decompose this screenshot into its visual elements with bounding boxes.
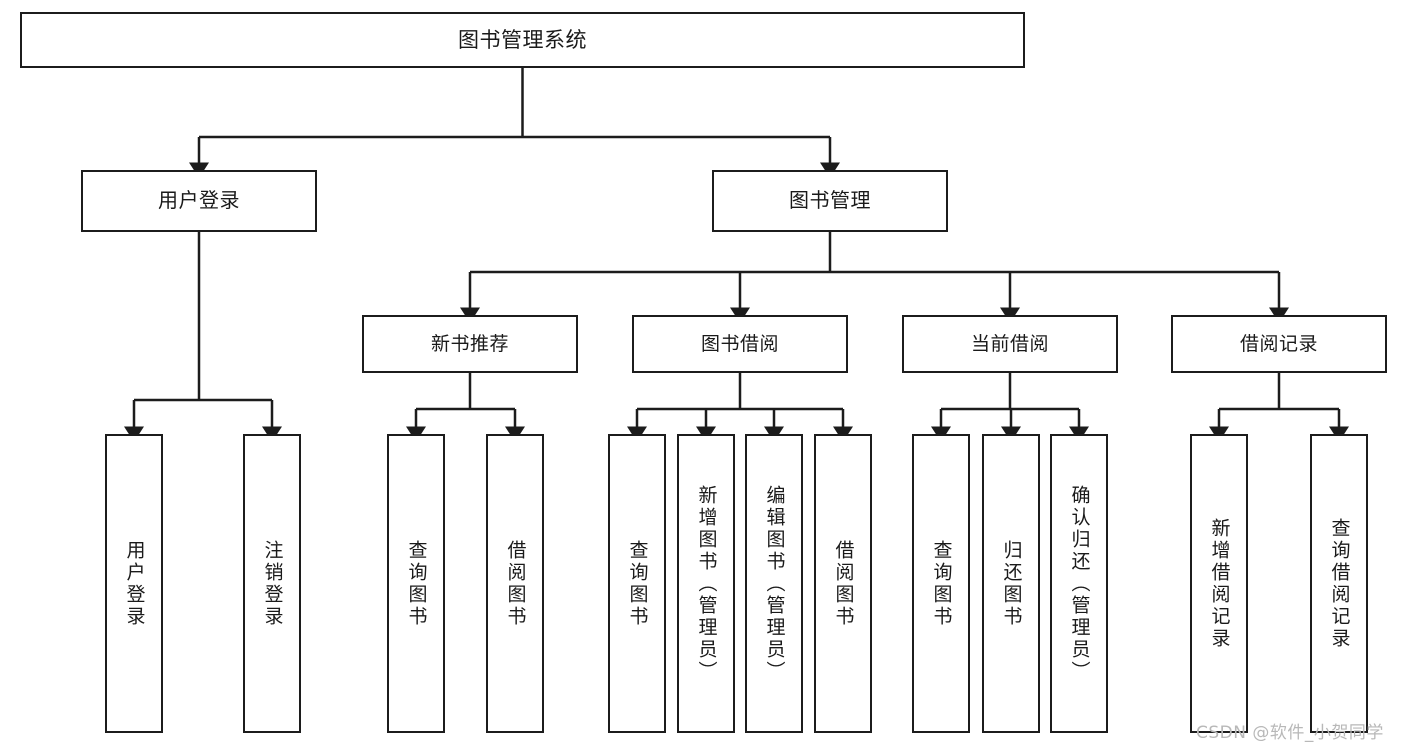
node-book-borrow[interactable]: 图书借阅 [632,315,848,373]
node-label-book-manage: 图书管理 [789,188,871,213]
node-inner: 用户登录 [83,172,315,230]
node-inner: 图书管理系统 [22,14,1023,66]
node-inner: 用户登录 [107,436,161,731]
node-leaf-bb-query[interactable]: 查询图书 [608,434,666,733]
node-leaf-cb-confirm[interactable]: 确认归还（管理员） [1050,434,1108,733]
node-inner: 归还图书 [984,436,1038,731]
node-inner: 新增图书（管理员） [679,436,733,731]
node-label-leaf-br-query: 查询借阅记录 [1328,517,1351,650]
node-label-leaf-rec-borrow: 借阅图书 [504,539,527,628]
node-borrow-record[interactable]: 借阅记录 [1171,315,1387,373]
node-label-user-login: 用户登录 [158,188,240,213]
node-label-leaf-bb-query: 查询图书 [626,539,649,628]
node-inner: 当前借阅 [904,317,1116,371]
node-inner: 确认归还（管理员） [1052,436,1106,731]
node-inner: 编辑图书（管理员） [747,436,801,731]
node-label-leaf-br-add: 新增借阅记录 [1208,517,1231,650]
node-label-leaf-user-login: 用户登录 [123,539,146,628]
node-leaf-bb-add[interactable]: 新增图书（管理员） [677,434,735,733]
node-leaf-br-query[interactable]: 查询借阅记录 [1310,434,1368,733]
node-inner: 图书借阅 [634,317,846,371]
node-new-book-rec[interactable]: 新书推荐 [362,315,578,373]
node-user-login[interactable]: 用户登录 [81,170,317,232]
node-inner: 新书推荐 [364,317,576,371]
node-current-borrow[interactable]: 当前借阅 [902,315,1118,373]
node-label-leaf-bb-borrow: 借阅图书 [832,539,855,628]
node-label-leaf-rec-query: 查询图书 [405,539,428,628]
node-leaf-user-login[interactable]: 用户登录 [105,434,163,733]
node-inner: 查询图书 [610,436,664,731]
node-label-leaf-bb-edit: 编辑图书（管理员） [763,484,786,683]
node-book-manage[interactable]: 图书管理 [712,170,948,232]
node-label-leaf-bb-add: 新增图书（管理员） [695,484,718,683]
node-leaf-bb-edit[interactable]: 编辑图书（管理员） [745,434,803,733]
node-inner: 新增借阅记录 [1192,436,1246,731]
node-inner: 借阅图书 [816,436,870,731]
node-root[interactable]: 图书管理系统 [20,12,1025,68]
node-label-leaf-cb-query: 查询图书 [930,539,953,628]
node-leaf-rec-query[interactable]: 查询图书 [387,434,445,733]
node-leaf-br-add[interactable]: 新增借阅记录 [1190,434,1248,733]
node-label-new-book-rec: 新书推荐 [430,332,509,355]
node-label-leaf-cb-confirm: 确认归还（管理员） [1068,484,1091,683]
node-inner: 查询借阅记录 [1312,436,1366,731]
node-inner: 查询图书 [389,436,443,731]
node-label-leaf-user-logout: 注销登录 [261,539,284,628]
node-label-root: 图书管理系统 [458,27,587,52]
node-label-book-borrow: 图书借阅 [700,332,779,355]
node-leaf-user-logout[interactable]: 注销登录 [243,434,301,733]
node-label-current-borrow: 当前借阅 [970,332,1049,355]
node-inner: 借阅记录 [1173,317,1385,371]
node-leaf-cb-return[interactable]: 归还图书 [982,434,1040,733]
node-inner: 图书管理 [714,172,946,230]
node-label-borrow-record: 借阅记录 [1239,332,1318,355]
node-inner: 查询图书 [914,436,968,731]
node-inner: 借阅图书 [488,436,542,731]
node-leaf-cb-query[interactable]: 查询图书 [912,434,970,733]
node-leaf-bb-borrow[interactable]: 借阅图书 [814,434,872,733]
node-leaf-rec-borrow[interactable]: 借阅图书 [486,434,544,733]
node-inner: 注销登录 [245,436,299,731]
node-label-leaf-cb-return: 归还图书 [1000,539,1023,628]
